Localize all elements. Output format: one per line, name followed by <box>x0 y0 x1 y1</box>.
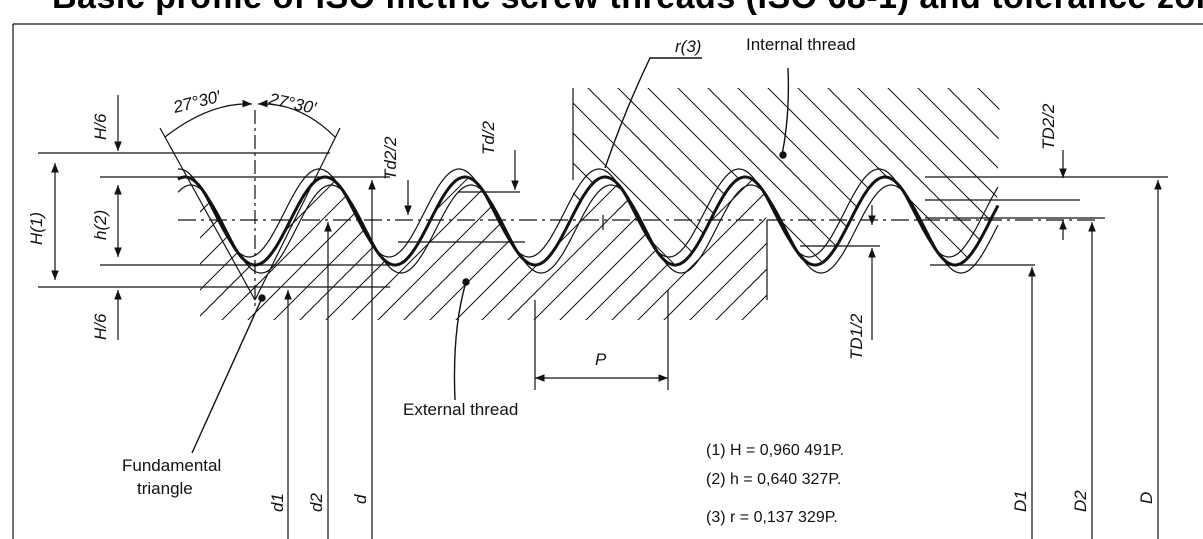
H6-bottom-label: H/6 <box>91 313 110 340</box>
hatch-line <box>627 177 767 320</box>
external-leader-dot <box>462 278 470 286</box>
reference-lines <box>38 88 1168 300</box>
H6-top-label: H/6 <box>91 113 110 140</box>
internal-thread-label: Internal thread <box>746 35 856 54</box>
hatch-line <box>939 88 1000 265</box>
r3-label: r(3) <box>675 37 701 56</box>
angle-right-label: 27°30′ <box>266 89 318 118</box>
triangle-right-flank <box>254 127 341 301</box>
thread-profile-tolerance-a <box>178 168 999 258</box>
hatch-line <box>849 88 1000 265</box>
hatch-line <box>200 177 347 320</box>
thread-profile-basic <box>177 175 1000 267</box>
hatch-line <box>1120 80 1203 270</box>
internal-leader <box>781 67 790 156</box>
D-label: D <box>1137 492 1156 504</box>
d-label: d <box>351 494 370 504</box>
page-title: Basic profile of ISO metric screw thread… <box>52 0 1203 17</box>
external-leader <box>453 281 467 401</box>
hatch-line <box>836 170 996 330</box>
leader-lines <box>191 57 790 454</box>
triangle-leader-dot <box>258 294 266 302</box>
title-strip: Basic profile of ISO metric screw thread… <box>0 0 1203 18</box>
thread-profile-tolerance-b <box>177 184 999 274</box>
d1-label: d1 <box>268 493 287 512</box>
fundamental-triangle <box>159 99 341 310</box>
dimension-lines <box>51 95 1162 539</box>
hatch-line <box>315 177 477 320</box>
hatch-line <box>573 88 711 265</box>
triangle-left-flank <box>159 127 256 301</box>
hatch-line <box>679 177 767 320</box>
hatch-line <box>862 170 1022 330</box>
D1-label: D1 <box>1011 490 1030 512</box>
hatch-line <box>445 177 607 320</box>
hatch-line <box>1060 80 1203 270</box>
hatch-line <box>999 88 1000 265</box>
note-h: (2) h = 0,640 327P. <box>706 471 841 488</box>
hatch-line <box>573 88 741 265</box>
triangle-leader <box>191 297 263 454</box>
angle-arc-right <box>257 99 336 138</box>
hatch-line <box>367 177 529 320</box>
fundamental-triangle-label-2: triangle <box>137 479 193 498</box>
diagram-frame <box>12 23 1203 539</box>
hatch-line <box>969 88 1000 265</box>
Td-label: Td/2 <box>479 120 498 155</box>
hatch-line <box>819 88 1000 265</box>
radius-leader <box>604 57 702 169</box>
hatch-line <box>639 88 831 265</box>
TD1-label: TD1/2 <box>847 313 866 360</box>
pitch-label: P <box>595 350 607 369</box>
hatch-line <box>30 170 190 330</box>
hatch-line <box>731 177 767 320</box>
hatch-line <box>757 177 767 320</box>
hatch-line <box>200 177 269 320</box>
hatch-line <box>1180 80 1203 270</box>
hatch-line <box>759 88 951 265</box>
Td2-label: Td2/2 <box>381 136 400 180</box>
D2-label: D2 <box>1071 490 1090 512</box>
hatch-line <box>200 177 295 320</box>
angle-left-label: 27°30′ <box>170 87 223 117</box>
d2-label: d2 <box>307 493 326 512</box>
h-label: h(2) <box>91 210 110 240</box>
note-r: (3) r = 0,137 329P. <box>706 509 838 526</box>
hatch-line <box>653 177 767 320</box>
hatch-line <box>669 88 861 265</box>
hatch-line <box>879 88 1000 265</box>
angle-arc-left <box>164 99 253 138</box>
fundamental-triangle-label-1: Fundamental <box>122 456 221 475</box>
note-H: (1) H = 0,960 491P. <box>706 442 844 459</box>
hatch-line <box>471 177 633 320</box>
hatch-line <box>200 177 217 320</box>
hatch-line <box>705 177 767 320</box>
hatch-line <box>341 177 503 320</box>
hatch-line <box>289 177 451 320</box>
hatch-line <box>393 177 555 320</box>
hatch-line <box>200 177 243 320</box>
hatch-line <box>699 88 891 265</box>
hatch-line <box>1090 80 1203 270</box>
hatch-line <box>579 88 771 265</box>
hatch-line <box>200 177 321 320</box>
hatch-line <box>909 88 1000 265</box>
H-label: H(1) <box>27 212 46 245</box>
hatch-line <box>789 88 981 265</box>
external-thread-label: External thread <box>403 400 518 419</box>
hatch-line <box>888 170 1048 330</box>
TD2-label: TD2/2 <box>1039 103 1058 150</box>
internal-leader-dot <box>779 151 787 159</box>
